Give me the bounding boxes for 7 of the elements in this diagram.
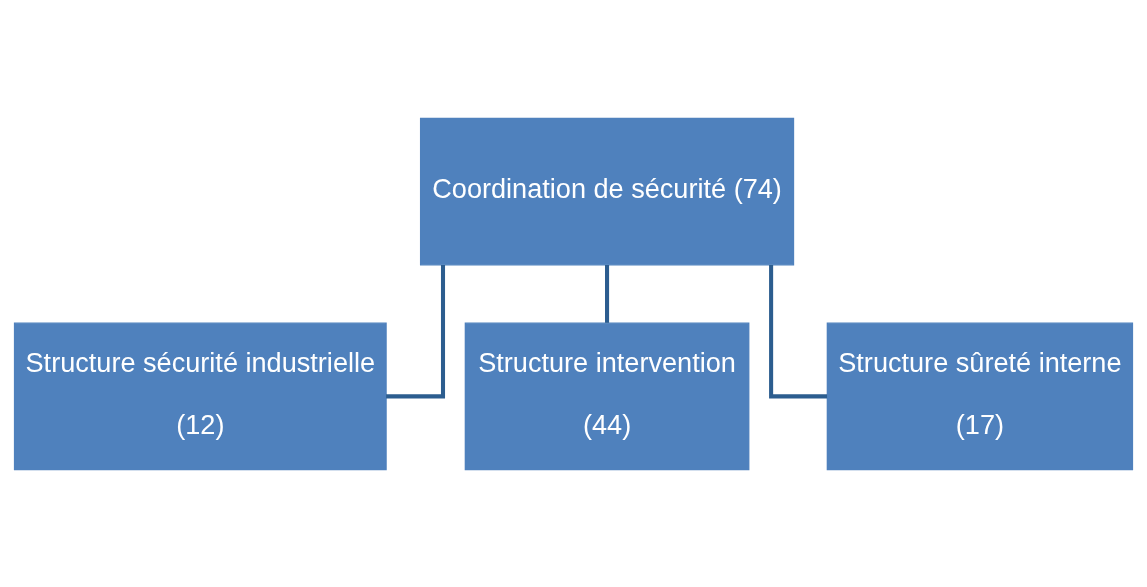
node-box: Coordination de sécurité (74) <box>419 117 795 266</box>
connector <box>386 264 446 398</box>
node-box: Structure intervention (44) <box>464 321 750 470</box>
node-box: Structure sûreté interne (17) <box>826 321 1134 470</box>
node-box: Structure sécurité industrielle (12) <box>13 321 387 470</box>
connector <box>605 264 610 323</box>
connector <box>769 264 828 398</box>
